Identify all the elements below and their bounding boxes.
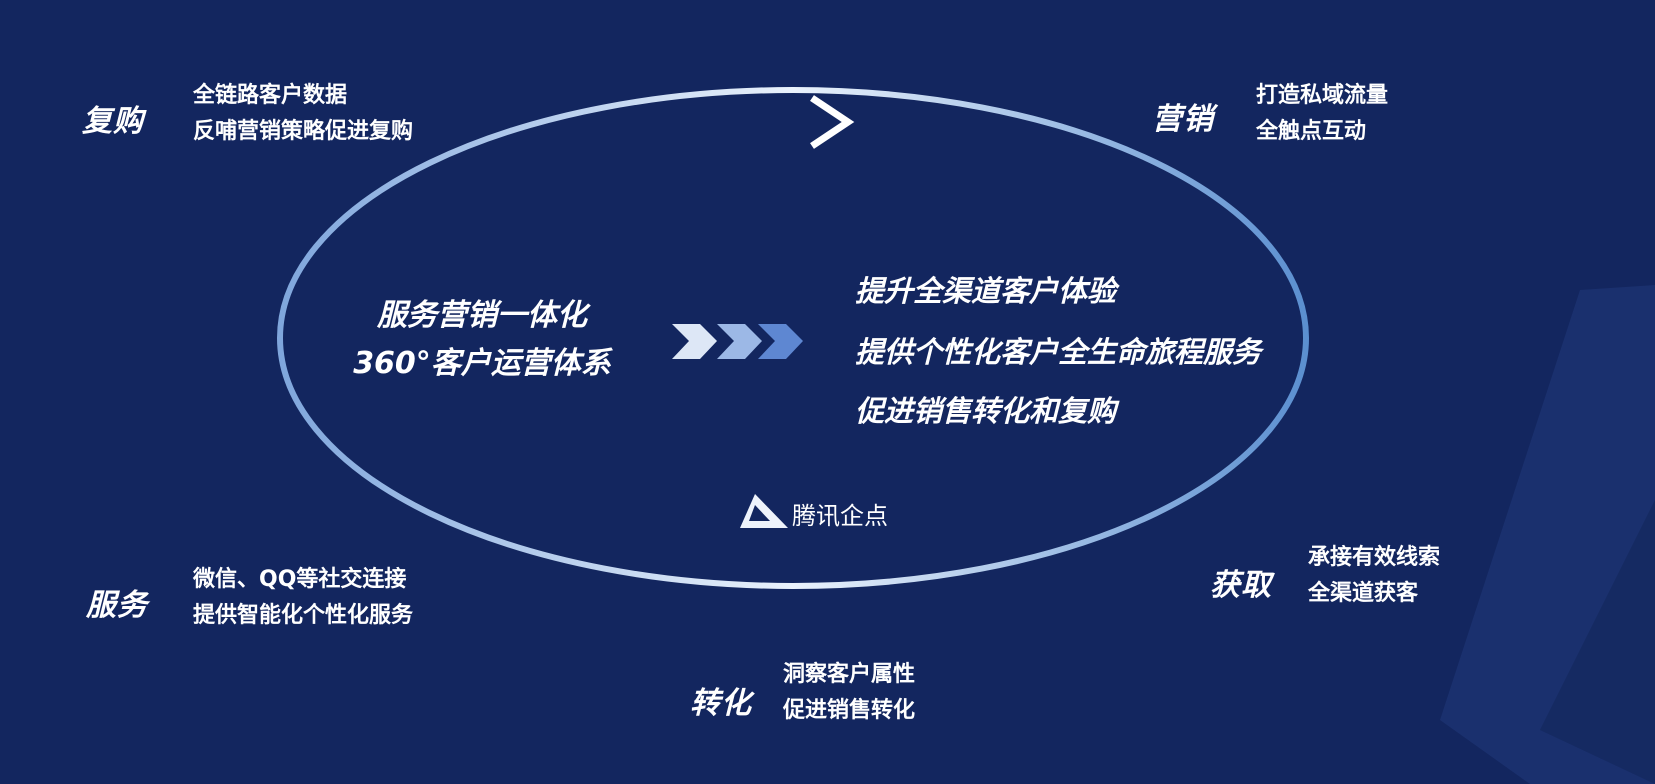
decorative-diagonal-shape-dark [1540,500,1655,784]
center-left-line: 360°客户运营体系 [353,346,611,381]
stage-desc-line: 全渠道获客 [1308,581,1419,606]
center-right-line: 提供个性化客户全生命旅程服务 [855,335,1262,369]
stage-desc-line: 反哺营销策略促进复购 [193,119,414,144]
stage-title-marketing: 营销 [1152,102,1214,137]
center-right-line: 提升全渠道客户体验 [855,274,1117,308]
stage-desc-line: 洞察客户属性 [783,662,916,687]
stage-desc-line: 全触点互动 [1256,119,1367,144]
stage-title-service: 服务 [86,588,148,623]
stage-desc-line: 促进销售转化 [783,698,916,723]
stage-desc-repurchase: 全链路客户数据 反哺营销策略促进复购 [193,78,413,150]
cycle-arrow-icon [810,95,855,149]
center-left-line: 服务营销一体化 [377,298,587,333]
tencent-qidian-logo-icon [740,494,788,528]
stage-desc-line: 微信、QQ等社交连接 [193,567,407,592]
center-left-text: 服务营销一体化 360°客户运营体系 [322,292,642,388]
stage-desc-service: 微信、QQ等社交连接 提供智能化个性化服务 [193,562,413,634]
chevrons-icon [672,324,803,359]
stage-title-conversion: 转化 [690,686,752,721]
center-right-line: 促进销售转化和复购 [855,394,1117,428]
stage-desc-acquisition: 承接有效线索 全渠道获客 [1308,540,1440,612]
stage-title-repurchase: 复购 [82,104,144,139]
stage-title-acquisition: 获取 [1210,568,1272,603]
stage-desc-line: 提供智能化个性化服务 [193,603,414,628]
stage-desc-line: 打造私域流量 [1256,83,1389,108]
stage-desc-line: 承接有效线索 [1308,545,1441,570]
stage-desc-conversion: 洞察客户属性 促进销售转化 [783,657,915,729]
cycle-ring [277,87,1309,589]
stage-desc-line: 全链路客户数据 [193,83,348,108]
stage-desc-marketing: 打造私域流量 全触点互动 [1256,78,1388,150]
logo-text: 腾讯企点 [792,502,888,530]
